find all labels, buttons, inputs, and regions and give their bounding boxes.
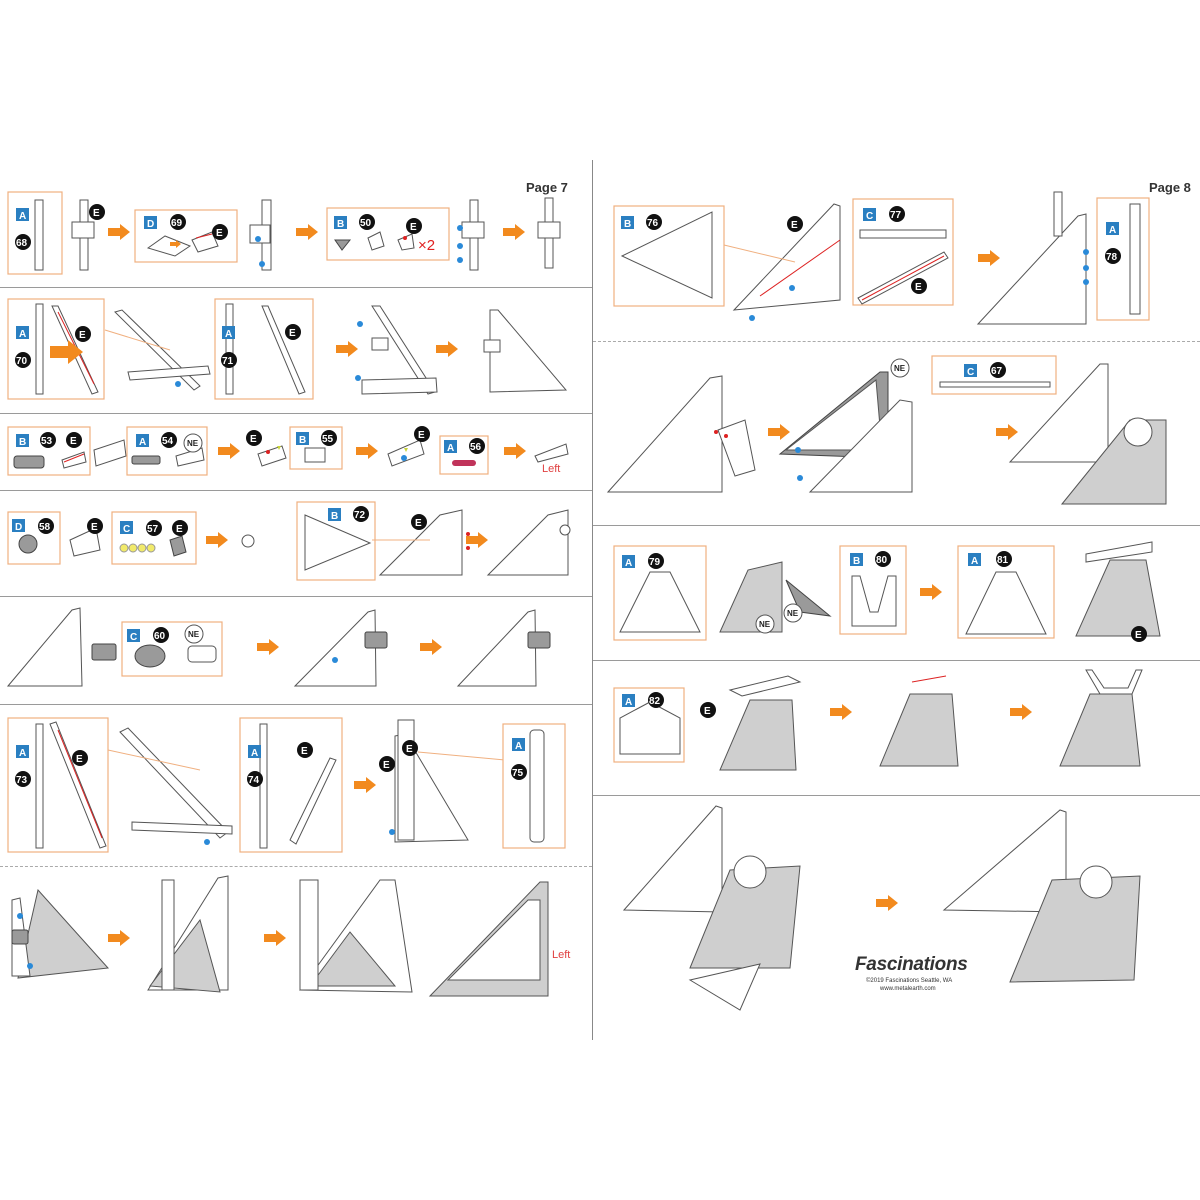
- step-number: 80: [876, 555, 888, 566]
- page-divider: [592, 160, 593, 1040]
- step-number: 53: [41, 436, 53, 447]
- sheet-letter: B: [331, 511, 338, 522]
- copyright-text: ©2019 Fascinations Seattle, WA: [866, 978, 953, 984]
- step-number: 50: [360, 218, 372, 229]
- row-divider: [593, 525, 1200, 526]
- step-number: 60: [154, 631, 166, 642]
- step-number: 81: [997, 555, 1009, 566]
- step-number: 58: [39, 522, 51, 533]
- e-marker: E: [704, 706, 711, 717]
- step-number: 77: [890, 210, 902, 221]
- ne-marker: NE: [188, 630, 200, 639]
- sheet-letter: A: [625, 558, 632, 569]
- e-marker: E: [216, 228, 223, 239]
- step-number: 54: [162, 436, 174, 447]
- e-marker: E: [250, 434, 257, 445]
- e-marker: E: [176, 524, 183, 535]
- step-number: 67: [991, 366, 1003, 377]
- step-number: 79: [649, 557, 661, 568]
- e-marker: E: [93, 208, 100, 219]
- step-number: 82: [649, 696, 661, 707]
- sheet-letter: A: [19, 211, 26, 222]
- sheet-letter: B: [337, 219, 344, 230]
- website-text: www.metalearth.com: [880, 986, 936, 992]
- sheet-letter: A: [447, 443, 454, 454]
- row-divider: [593, 660, 1200, 661]
- e-marker: E: [70, 436, 77, 447]
- ne-marker: NE: [894, 364, 906, 373]
- step-number: 72: [354, 510, 366, 521]
- row-divider: [0, 490, 592, 491]
- e-marker: E: [791, 220, 798, 231]
- sheet-letter: B: [624, 219, 631, 230]
- times-two-label: ×2: [418, 237, 435, 254]
- sheet-letter: A: [19, 329, 26, 340]
- step-number: 69: [171, 218, 183, 229]
- sheet-letter: C: [123, 524, 130, 535]
- e-marker: E: [418, 430, 425, 441]
- left-label-row3: Left: [542, 463, 560, 475]
- step-number: 75: [512, 768, 524, 779]
- e-marker: E: [301, 746, 308, 757]
- step-markers: A 68 D 69 B 50 A 70 A 71 B 53 A 54 B 55 …: [12, 206, 1121, 787]
- row-divider: [0, 704, 592, 705]
- row-divider: [593, 795, 1200, 796]
- sheet-letter: C: [866, 211, 873, 222]
- sheet-letter: A: [1109, 225, 1116, 236]
- e-marker: E: [410, 222, 417, 233]
- sheet-letter: A: [971, 556, 978, 567]
- e-marker: E: [915, 282, 922, 293]
- sheet-letter: A: [251, 748, 258, 759]
- e-marker: E: [415, 518, 422, 529]
- fascinations-logo: Fascinations: [855, 954, 968, 975]
- e-markers: E E E E E E E E E E E E E E E E E E E NE…: [66, 204, 1147, 772]
- e-marker: E: [1135, 630, 1142, 641]
- step-number: 73: [16, 775, 28, 786]
- step-number: 56: [470, 442, 482, 453]
- sheet-letter: A: [225, 329, 232, 340]
- ne-marker: NE: [787, 609, 799, 618]
- ne-marker: NE: [759, 620, 771, 629]
- row-divider: [593, 341, 1200, 342]
- e-marker: E: [79, 330, 86, 341]
- e-marker: E: [76, 754, 83, 765]
- e-marker: E: [383, 760, 390, 771]
- e-marker: E: [406, 744, 413, 755]
- left-label-row8: Left: [552, 949, 570, 961]
- e-marker: E: [91, 522, 98, 533]
- sheet-letter: C: [130, 632, 137, 643]
- ne-marker: NE: [187, 439, 199, 448]
- step-number: 55: [322, 434, 334, 445]
- sheet-letter: A: [19, 748, 26, 759]
- step-number: 78: [1106, 252, 1118, 263]
- sheet-letter: D: [147, 219, 154, 230]
- sheet-letter: D: [15, 522, 22, 533]
- row-divider: [0, 866, 592, 867]
- row-divider: [0, 596, 592, 597]
- page-label-left: Page 7: [526, 180, 568, 195]
- e-marker: E: [289, 328, 296, 339]
- sheet-letter: B: [19, 437, 26, 448]
- step-number: 57: [147, 524, 159, 535]
- sheet-letter: B: [299, 435, 306, 446]
- step-number: 68: [16, 238, 28, 249]
- step-number: 71: [222, 356, 234, 367]
- step-number: 74: [248, 775, 260, 786]
- row-divider: [0, 287, 592, 288]
- step-number: 76: [647, 218, 659, 229]
- sheet-letter: A: [625, 697, 632, 708]
- sheet-letter: B: [853, 556, 860, 567]
- row-divider: [0, 413, 592, 414]
- step-number: 70: [16, 356, 28, 367]
- page-label-right: Page 8: [1149, 180, 1191, 195]
- sheet-letter: A: [139, 437, 146, 448]
- sheet-letter: C: [967, 367, 974, 378]
- sheet-letter: A: [515, 741, 522, 752]
